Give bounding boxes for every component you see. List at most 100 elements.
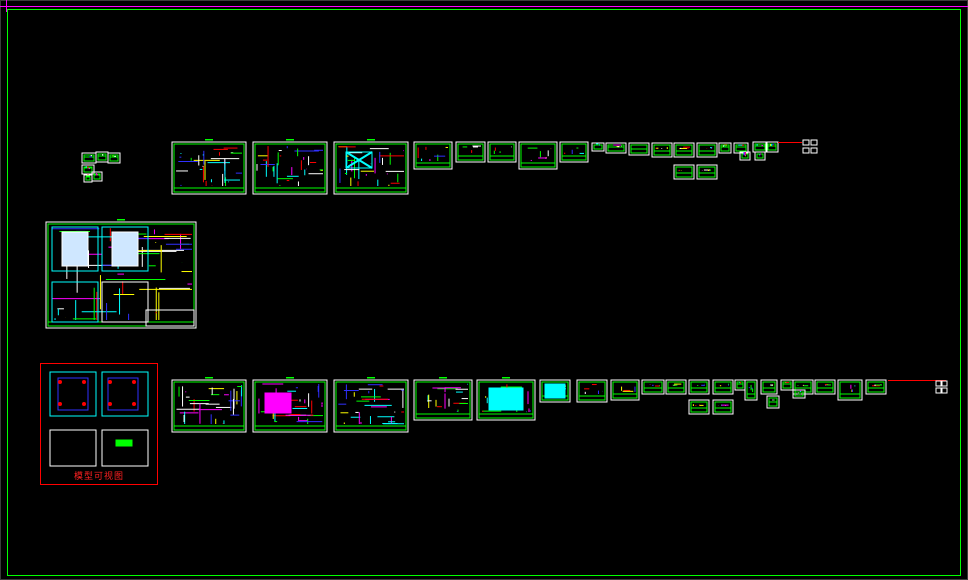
row1-sheet-6-border xyxy=(520,143,556,168)
row1-marker-1 xyxy=(810,139,818,146)
row2-sheet-4-sheet xyxy=(476,379,536,421)
row2-sheet-7-sheet xyxy=(610,379,640,401)
row1-sheet-7-border xyxy=(561,143,587,161)
row2-sheet-0-border xyxy=(173,381,245,431)
row1-sheet-12-border xyxy=(675,144,693,156)
row1-sheet-4-sheet xyxy=(455,141,486,163)
row2-sheet-2-sheet xyxy=(333,379,409,433)
row2-sheet-20-border xyxy=(816,381,834,393)
row1-sheet-1-border xyxy=(254,143,326,193)
row1-sheet-2-border xyxy=(335,143,407,193)
row2-sheet-12-border xyxy=(690,401,708,413)
model-view-bottom-left xyxy=(49,429,97,467)
model-view-frame xyxy=(40,363,158,485)
row2-sheet-12-sheet xyxy=(688,399,710,415)
row1-marker-0 xyxy=(802,139,810,146)
assembly-view-a xyxy=(51,226,99,272)
row2-sheet-9-border xyxy=(667,381,685,393)
model-boundary-frame xyxy=(7,9,961,576)
row2-sheet-4-border xyxy=(478,381,534,419)
row2-sheet-6-sheet xyxy=(576,379,608,403)
row2-marker-0 xyxy=(935,380,942,387)
assembly-sheet-sheet xyxy=(45,221,197,329)
row2-sheet-20-sheet xyxy=(814,379,836,395)
assembly-view-c xyxy=(51,281,99,323)
assembly-sheet-header-mark xyxy=(117,219,125,221)
row1-sheet-3-sheet xyxy=(413,141,453,170)
model-view-bottom-right xyxy=(101,429,149,467)
row2-sheet-21-border xyxy=(839,381,861,399)
row1-sheet-8-sheet xyxy=(591,142,605,152)
mini-sheet-2-sheet xyxy=(107,152,121,164)
row2-sheet-1-sheet xyxy=(252,379,328,433)
row1-sheet-5-border xyxy=(489,143,515,161)
row2-sheet-6-border xyxy=(578,381,606,401)
row2-sheet-10-sheet xyxy=(688,379,710,395)
row2-sheet-10-border xyxy=(690,381,708,393)
model-view-title: 模型可视图 xyxy=(74,472,125,482)
row2-marker-2 xyxy=(935,387,942,394)
row2-small-cyan xyxy=(544,383,566,399)
row1-sheet-14-border xyxy=(720,144,730,152)
model-core-left xyxy=(57,377,89,411)
assembly-view-d xyxy=(101,281,149,323)
row2-sheet-2-border xyxy=(335,381,407,431)
row2-sheet-13-sheet xyxy=(712,399,734,415)
mini-sheet-1-border xyxy=(97,153,107,161)
row2-sheet-3-border xyxy=(415,381,471,419)
model-pin-2 xyxy=(58,402,62,406)
row2-sheet-3-sheet xyxy=(413,379,473,421)
row2-sheet-22-sheet xyxy=(865,379,887,395)
row2-sheet-1-border xyxy=(254,381,326,431)
row1-sheet-6-sheet xyxy=(518,141,558,170)
model-pin-7 xyxy=(132,402,136,406)
assembly-plate-a xyxy=(61,231,89,267)
row1-sheet-19-sheet xyxy=(696,164,718,180)
row1-sheet-5-sheet xyxy=(487,141,517,163)
assembly-sheet-border xyxy=(47,223,195,327)
row2-sheet-2-header-mark xyxy=(367,377,375,379)
row2-sheet-0-header-mark xyxy=(205,377,213,379)
mini-sheet-5-sheet xyxy=(83,174,93,183)
row1-sheet-9-sheet xyxy=(605,142,627,154)
mini-sheet-4-border xyxy=(93,173,101,180)
row1-sheet-1-sheet xyxy=(252,141,328,195)
row1-marker-3 xyxy=(810,147,818,154)
row1-marker-2 xyxy=(802,147,810,154)
assembly-title-block xyxy=(145,309,195,327)
row1-sheet-18-sheet xyxy=(673,164,695,180)
row1-sheet-21-sheet xyxy=(754,151,766,161)
assembly-view-b xyxy=(101,226,149,272)
row2-marker-3 xyxy=(941,387,948,394)
row1-sheet-10-sheet xyxy=(628,142,650,156)
row1-sheet-7-sheet xyxy=(559,141,589,163)
mini-sheet-5-border xyxy=(85,176,91,181)
row1-sheet-19-border xyxy=(698,166,716,178)
row1-sheet-4-border xyxy=(457,143,484,161)
row2-sheet-8-border xyxy=(643,381,663,393)
row2-sheet-8-sheet xyxy=(641,379,665,395)
row1-sheet-3-border xyxy=(415,143,451,168)
model-pin-3 xyxy=(82,402,86,406)
row2-magenta-part xyxy=(264,392,292,414)
row2-sheet-11-sheet xyxy=(712,379,734,395)
row2-sheet-15-sheet xyxy=(744,379,758,401)
row2-sheet-23-sheet xyxy=(792,389,806,399)
assembly-plate-b xyxy=(111,231,139,267)
row2-sheet-13-border xyxy=(714,401,732,413)
row2-sheet-4-header-mark xyxy=(502,377,510,379)
row1-sheet-0-header-mark xyxy=(205,139,213,141)
row2-sheet-21-sheet xyxy=(837,379,863,401)
model-pin-0 xyxy=(58,380,62,384)
row1-sheet-13-border xyxy=(698,144,716,156)
row1-sheet-0-sheet xyxy=(171,141,247,195)
model-pin-5 xyxy=(132,380,136,384)
row1-sheet-1-header-mark xyxy=(286,139,294,141)
row1-sheet-8-border xyxy=(593,144,603,150)
row2-sheet-9-sheet xyxy=(665,379,687,395)
model-core-right xyxy=(107,377,139,411)
row2-sheet-15-border xyxy=(746,381,756,399)
row2-sheet-0-sheet xyxy=(171,379,247,433)
